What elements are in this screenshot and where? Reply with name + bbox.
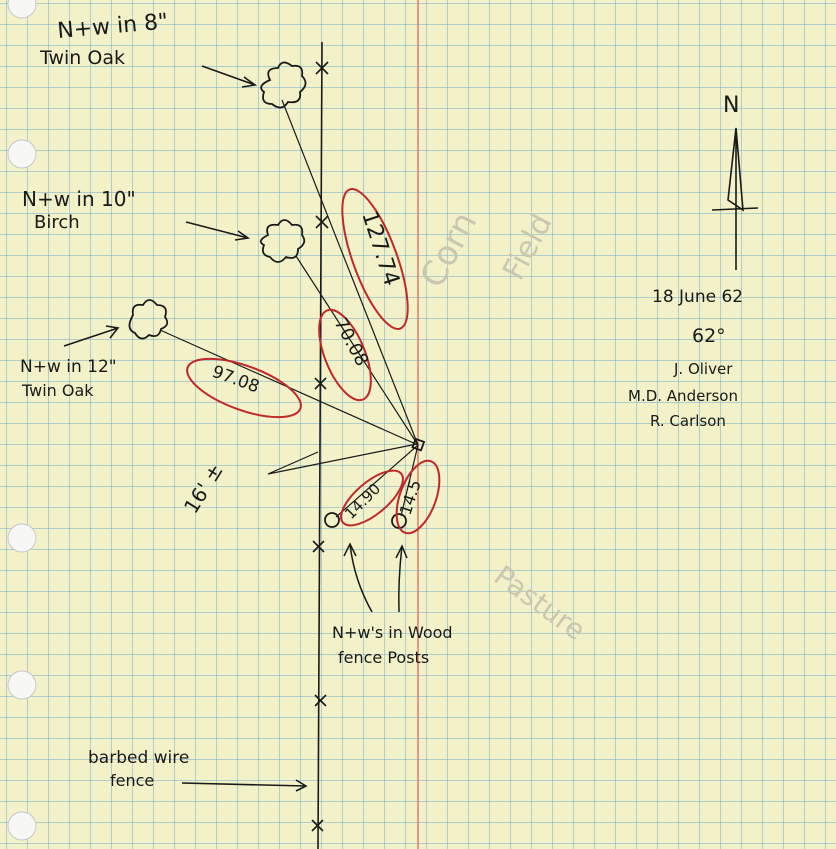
- measurement-lines: [159, 99, 419, 518]
- line-to-oak-1: [281, 99, 419, 446]
- binder-hole: [7, 139, 37, 169]
- north-letter: N: [723, 93, 739, 118]
- pasture-label: Pasture: [488, 559, 592, 647]
- fence-x-mark: [315, 61, 329, 75]
- line-to-post-right: [400, 444, 419, 517]
- arrow-to-fence: [181, 779, 308, 792]
- north-arrow-icon: [711, 127, 759, 270]
- tree3-label-line1: N+w in 12": [20, 357, 117, 377]
- tree1-label-line1: N+w in 8": [56, 9, 169, 44]
- fence-x-mark: [314, 694, 327, 707]
- tree2-label-line1: N+w in 10": [22, 187, 136, 211]
- arrow-to-oak-2: [63, 325, 120, 347]
- tree-symbols: [128, 61, 307, 340]
- tree-icon-oak-2: [128, 299, 169, 340]
- fence-x-mark: [315, 215, 329, 229]
- tree-icon-oak-1: [260, 61, 307, 109]
- tree-icon-birch: [259, 219, 306, 263]
- measurement-d5: 14.5: [396, 477, 425, 517]
- fence-post-left: [324, 512, 340, 528]
- fence-x-mark: [311, 819, 324, 832]
- line-to-post-left: [335, 444, 419, 518]
- date-note: 18 June 62: [652, 287, 743, 307]
- oval-d2: [318, 308, 372, 402]
- arrow-to-oak-1: [201, 65, 258, 88]
- binder-hole: [7, 0, 37, 19]
- tree2-label-line2: Birch: [34, 212, 80, 233]
- tree3-label-line2: Twin Oak: [21, 381, 94, 400]
- crew-member-2: M.D. Anderson: [628, 387, 738, 405]
- arrow-to-birch: [185, 221, 251, 241]
- fence-x-mark: [314, 377, 327, 390]
- crew-member-1: J. Oliver: [673, 360, 733, 378]
- line-to-birch: [295, 255, 419, 446]
- field-label: Field: [496, 208, 559, 286]
- arrow-to-post-left: [343, 542, 373, 613]
- fence-x-marks: [311, 61, 329, 832]
- offset-measure: 16' ±: [179, 459, 228, 518]
- measurement-ovals: [186, 188, 441, 535]
- fence-line: [317, 41, 323, 849]
- binder-hole: [7, 670, 37, 700]
- measurement-d2: 70.08: [330, 314, 373, 369]
- tree1-label-line2: Twin Oak: [39, 47, 125, 69]
- fence-label-line2: fence: [110, 771, 154, 790]
- measurement-d1: 127.74: [356, 208, 404, 289]
- fence-label-line1: barbed wire: [88, 748, 189, 768]
- temperature-note: 62°: [692, 325, 726, 347]
- corn-label: Corn: [413, 205, 486, 294]
- offset-wedge: [267, 443, 418, 475]
- binder-holes: [7, 0, 37, 841]
- oval-d4: [340, 469, 404, 527]
- binder-hole: [7, 523, 37, 553]
- posts-label-line2: fence Posts: [338, 648, 429, 667]
- oval-d3: [186, 357, 302, 419]
- posts-label-line1: N+w's in Wood: [332, 623, 453, 642]
- fence-x-mark: [312, 540, 325, 553]
- oval-d1: [341, 188, 409, 330]
- crew-member-3: R. Carlson: [650, 412, 726, 430]
- oval-d5: [395, 459, 441, 535]
- arrow-to-post-right: [395, 544, 408, 613]
- binder-hole: [7, 811, 37, 841]
